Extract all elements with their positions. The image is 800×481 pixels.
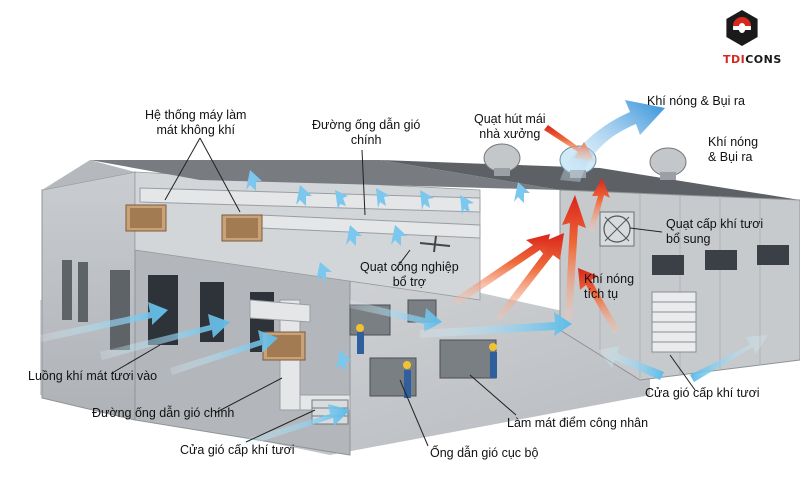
label-hot-air-1: Khí nóng & Bụi ra [647, 94, 745, 109]
hot-air-arrows [452, 178, 620, 334]
label-cooling-system: Hệ thống máy làm mát không khí [145, 108, 246, 138]
label-fresh-flow-text: Luồng khí mát tươi vào [28, 369, 158, 383]
label-cooling-system-text: Hệ thống máy làm mát không khí [145, 108, 247, 137]
roof-turbine-1 [483, 143, 521, 176]
industrial-fan-blades [419, 235, 451, 253]
label-hot-air-2-text: Khí nóng & Bụi ra [708, 135, 759, 164]
label-local-duct: Ống dẫn gió cục bộ [430, 446, 538, 461]
label-fresh-fan: Quạt cấp khí tươi bổ sung [666, 217, 763, 247]
roof-right [380, 160, 800, 200]
label-fresh-flow: Luồng khí mát tươi vào [28, 369, 157, 384]
label-roof-fan: Quạt hút mái nhà xưởng [474, 112, 546, 142]
right-supply-louver [651, 291, 697, 353]
duct-air-arrows [246, 170, 530, 371]
label-supply-vent-left: Cửa gió cấp khí tươi [180, 443, 295, 458]
label-hot-accumulation-text: Khí nóng tích tụ [584, 272, 635, 301]
label-main-duct-bottom: Đường ống dẫn gió chính [92, 406, 234, 421]
cool-air-arrows-right [598, 335, 768, 382]
tdicons-logo-emblem [726, 10, 758, 46]
label-supply-vent-left-text: Cửa gió cấp khí tươi [180, 443, 295, 457]
label-hot-accumulation: Khí nóng tích tụ [584, 272, 634, 302]
brand-logo: TDICONS [723, 53, 782, 66]
label-main-duct-top-text: Đường ống dẫn gió chính [312, 118, 421, 147]
label-supply-vent-right: Cửa gió cấp khí tươi [645, 386, 760, 401]
right-wall-windows [652, 245, 789, 275]
roof-turbine-3 [649, 147, 687, 180]
left-wall-louvers [62, 260, 130, 350]
label-local-duct-text: Ống dẫn gió cục bộ [430, 446, 539, 460]
callout-lines [111, 137, 696, 447]
label-hot-air-2: Khí nóng & Bụi ra [708, 135, 758, 165]
label-worker-cooling-text: Làm mát điểm công nhân [507, 416, 649, 430]
label-fresh-fan-text: Quạt cấp khí tươi bổ sung [666, 217, 764, 246]
label-main-duct-bottom-text: Đường ống dẫn gió chính [92, 406, 235, 420]
cool-air-arrows [40, 300, 572, 449]
label-roof-fan-text: Quạt hút mái nhà xưởng [474, 112, 546, 141]
label-supply-vent-right-text: Cửa gió cấp khí tươi [645, 386, 760, 400]
label-industrial-fan-text: Quạt công nghiệp bổ trợ [360, 260, 459, 289]
label-industrial-fan: Quạt công nghiệp bổ trợ [360, 260, 459, 290]
wall-exhaust-fan [599, 211, 635, 247]
label-main-duct-top: Đường ống dẫn gió chính [312, 118, 420, 148]
label-worker-cooling: Làm mát điểm công nhân [507, 416, 648, 431]
exhaust-arrow [560, 100, 665, 182]
left-gable [42, 160, 135, 190]
air-cooler-unit-1 [125, 204, 167, 232]
brand-part2: CONS [745, 53, 782, 66]
label-hot-air-1-text: Khí nóng & Bụi ra [647, 94, 745, 108]
brand-part1: TDI [723, 53, 746, 66]
workers [356, 324, 497, 398]
roof-fan-hot-arrow [544, 125, 596, 162]
air-cooler-unit-2 [221, 214, 263, 242]
roof-left [90, 160, 560, 190]
